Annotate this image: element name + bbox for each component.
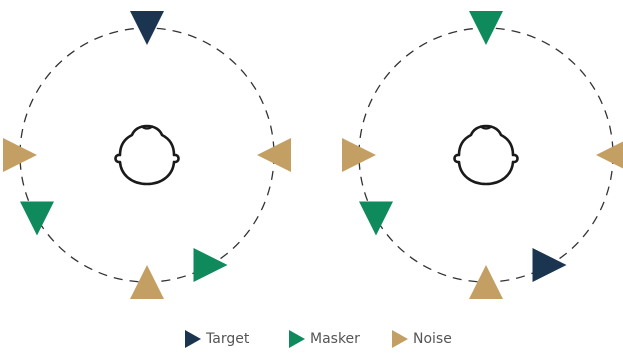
noise-speaker-triangle: [596, 141, 623, 169]
legend: Target Masker Noise: [0, 326, 623, 354]
masker-speaker-triangle: [359, 201, 393, 236]
head-nose-notch: [140, 125, 154, 130]
legend-label-noise: Noise: [413, 331, 452, 347]
target-triangle-icon: [185, 330, 201, 348]
masker-speaker-triangle: [469, 11, 503, 45]
legend-item-target: Target: [184, 328, 249, 350]
listener-head-icon: [453, 124, 519, 186]
noise-speaker-triangle: [3, 138, 37, 172]
masker-triangle-icon: [289, 330, 305, 348]
head-nose-notch: [479, 125, 493, 130]
target-speaker-triangle: [532, 248, 567, 282]
left-configuration: [3, 11, 291, 299]
legend-label-target: Target: [206, 331, 250, 347]
noise-speaker-triangle: [342, 138, 376, 172]
noise-speaker-triangle: [469, 265, 503, 299]
noise-speaker-triangle: [130, 265, 164, 299]
legend-item-masker: Masker: [288, 328, 360, 350]
target-speaker-triangle: [130, 11, 164, 45]
noise-speaker-triangle: [257, 138, 291, 172]
right-configuration: [342, 11, 623, 299]
legend-label-masker: Masker: [310, 331, 360, 347]
diagram-canvas: [3, 11, 623, 299]
listener-head-icon: [114, 124, 180, 186]
noise-triangle-icon: [392, 330, 408, 348]
legend-item-noise: Noise: [391, 328, 452, 350]
masker-speaker-triangle: [193, 248, 228, 282]
masker-speaker-triangle: [20, 201, 54, 236]
